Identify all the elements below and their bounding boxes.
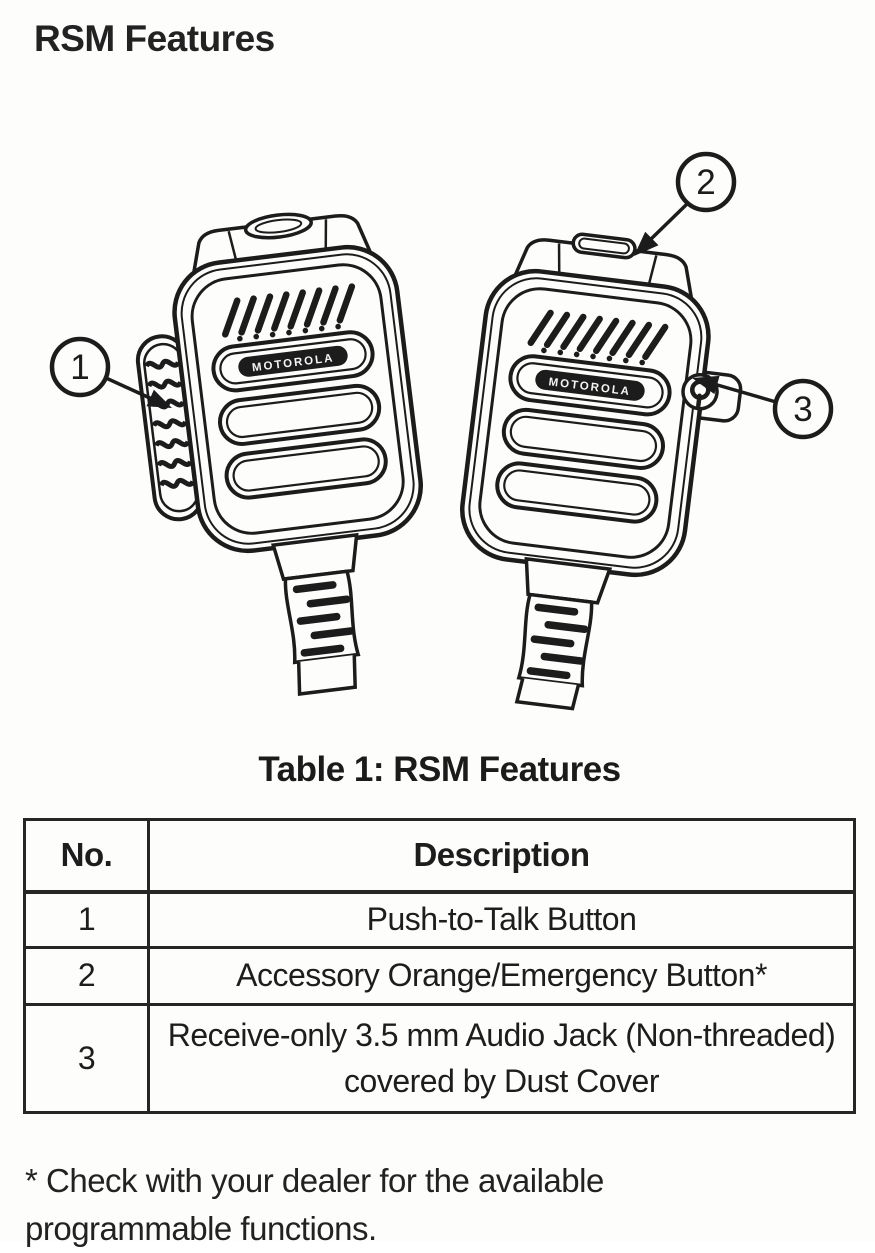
row-2-no: 2 — [23, 946, 150, 1006]
col-header-no: No. — [23, 818, 150, 894]
callout-3-arrowhead — [692, 375, 720, 395]
callout-2-arrowhead — [634, 231, 659, 256]
col-header-description: Description — [147, 818, 856, 894]
callout-2-number: 2 — [696, 163, 715, 202]
table-row: 3 Receive-only 3.5 mm Audio Jack (Non-th… — [23, 1003, 856, 1114]
callout-3: 3 — [692, 375, 834, 440]
table-header-row: No. Description — [23, 818, 856, 894]
brand-pill — [535, 369, 645, 401]
orange-emergency-button-illustration — [571, 232, 637, 260]
front-ridges: MOTOROLA — [211, 330, 388, 500]
row-1-description: Push-to-Talk Button — [147, 890, 856, 949]
callout-1-number: 1 — [70, 348, 89, 387]
table-row: 1 Push-to-Talk Button — [23, 890, 856, 949]
row-3-no: 3 — [23, 1003, 150, 1114]
brand-pill — [238, 345, 348, 377]
speaker-grille — [527, 309, 669, 366]
rsm-side-view: MOTOROLA — [460, 232, 743, 711]
rsm-front-view: MOTOROLA — [135, 212, 423, 696]
callout-2-badge — [675, 151, 737, 213]
page-title: RSM Features — [34, 18, 275, 59]
footnote: * Check with your dealer for the availab… — [25, 1162, 604, 1247]
callout-1: 1 — [49, 336, 172, 408]
callout-3-badge — [772, 378, 834, 440]
row-3-description: Receive-only 3.5 mm Audio Jack (Non-thre… — [147, 1003, 856, 1114]
callout-3-number: 3 — [793, 390, 812, 429]
rsm-features-table: No. Description 1 Push-to-Talk Button 2 … — [23, 818, 856, 1114]
table-row: 2 Accessory Orange/Emergency Button* — [23, 946, 856, 1006]
callout-1-badge — [49, 336, 111, 398]
table-caption: Table 1: RSM Features — [258, 750, 621, 789]
rsm-figure: MOTOROLA — [49, 151, 834, 711]
callout-1-arrowhead — [146, 389, 172, 408]
cable-strain-relief — [270, 532, 361, 696]
callout-2: 2 — [634, 151, 737, 256]
row-1-no: 1 — [23, 890, 150, 949]
cable-strain-relief — [514, 556, 613, 711]
row-2-description: Accessory Orange/Emergency Button* — [147, 946, 856, 1006]
speaker-grille — [221, 283, 356, 342]
